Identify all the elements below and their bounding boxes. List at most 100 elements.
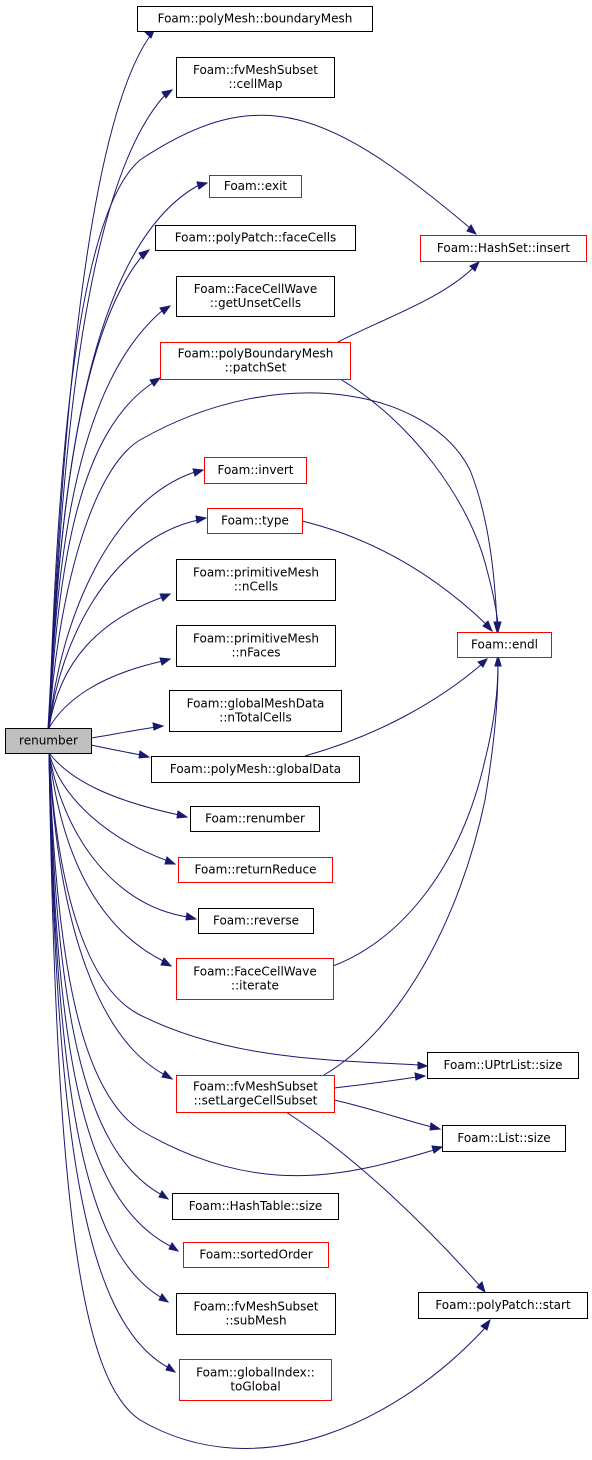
call-edge — [323, 654, 502, 1076]
call-edge-line — [48, 752, 170, 1369]
call-edge — [333, 1072, 427, 1089]
node-box — [176, 1075, 335, 1113]
arrowhead-icon — [149, 377, 162, 387]
call-edge-line — [304, 663, 483, 757]
call-edge — [48, 752, 491, 1449]
arrowhead-icon — [185, 912, 198, 921]
call-edge — [333, 1099, 442, 1131]
node-label: Foam::invert — [217, 463, 293, 477]
call-edge — [48, 593, 172, 729]
call-edges — [47, 27, 502, 1449]
node-box — [179, 1359, 332, 1401]
arrowhead-icon — [164, 856, 177, 865]
call-edge-line — [48, 471, 196, 729]
node-box — [198, 908, 314, 934]
call-edge-line — [90, 744, 142, 756]
node-box — [176, 276, 335, 317]
node-box — [5, 728, 92, 754]
node-box — [420, 235, 587, 262]
node-list-size[interactable]: Foam::List::size — [442, 1125, 566, 1152]
node-endl[interactable]: Foam::endl — [457, 632, 552, 658]
node-box — [178, 857, 333, 883]
node-reverse[interactable]: Foam::reverse — [198, 908, 314, 934]
call-edge — [90, 744, 151, 759]
node-label: Foam::UPtrList::size — [444, 1058, 563, 1072]
call-edge — [48, 515, 208, 729]
node-n-faces[interactable]: Foam::primitiveMesh::nFaces — [176, 625, 336, 667]
node-label: Foam::reverse — [213, 914, 299, 928]
node-label: Foam::globalMeshData — [187, 697, 325, 711]
node-label: Foam::FaceCellWave — [193, 965, 316, 979]
node-box — [151, 756, 360, 783]
node-box — [442, 1125, 566, 1152]
node-boundary-mesh[interactable]: Foam::polyMesh::boundaryMesh — [137, 6, 373, 32]
node-label: Foam::polyPatch::faceCells — [175, 231, 337, 245]
call-edge — [48, 752, 180, 1252]
node-label: Foam::HashSet::insert — [437, 241, 570, 255]
node-box — [176, 1293, 336, 1335]
node-label: Foam::globalIndex:: — [196, 1366, 315, 1380]
arrowhead-icon — [417, 1061, 429, 1070]
arrowhead-icon — [168, 1242, 180, 1252]
node-label: Foam::polyMesh::boundaryMesh — [158, 12, 353, 26]
call-edge-line — [333, 1099, 433, 1128]
node-n-total-cells[interactable]: Foam::globalMeshData::nTotalCells — [169, 690, 342, 732]
node-sub-mesh[interactable]: Foam::fvMeshSubset::subMesh — [176, 1293, 336, 1335]
node-box — [190, 806, 320, 832]
arrowhead-icon — [480, 1318, 491, 1331]
node-global-data[interactable]: Foam::polyMesh::globalData — [151, 756, 360, 783]
arrowhead-icon — [195, 515, 208, 524]
call-edge-line — [339, 378, 499, 625]
call-edge-line — [48, 94, 166, 729]
node-type[interactable]: Foam::type — [207, 508, 303, 534]
call-edge — [332, 654, 502, 967]
call-edge — [301, 520, 493, 633]
call-edge — [48, 752, 429, 1070]
node-box — [160, 342, 351, 380]
arrowhead-icon — [165, 1363, 177, 1373]
node-hash-table-size[interactable]: Foam::HashTable::size — [172, 1193, 339, 1220]
arrowhead-icon — [161, 1070, 174, 1080]
node-n-cells[interactable]: Foam::primitiveMesh::nCells — [176, 559, 336, 601]
arrowhead-icon — [138, 750, 151, 759]
call-edge-line — [48, 752, 169, 862]
node-invert[interactable]: Foam::invert — [204, 457, 307, 484]
node-iterate[interactable]: Foam::FaceCellWave::iterate — [176, 958, 334, 1000]
node-label: Foam::polyPatch::start — [435, 1298, 571, 1312]
call-edge — [48, 752, 173, 967]
node-renumber-callee[interactable]: Foam::renumber — [190, 806, 320, 832]
node-get-unset-cells[interactable]: Foam::FaceCellWave::getUnsetCells — [176, 276, 335, 317]
node-box — [169, 690, 342, 732]
call-edge-line — [48, 752, 173, 1248]
node-poly-patch-start[interactable]: Foam::polyPatch::start — [418, 1292, 588, 1319]
node-uptr-size[interactable]: Foam::UPtrList::size — [427, 1052, 579, 1079]
arrowhead-icon — [161, 89, 174, 99]
node-sorted-order[interactable]: Foam::sortedOrder — [183, 1242, 329, 1268]
call-nodes: renumberFoam::polyMesh::boundaryMeshFoam… — [5, 6, 588, 1401]
arrowhead-icon — [138, 249, 151, 260]
node-box — [176, 625, 336, 667]
node-exit[interactable]: Foam::exit — [209, 175, 302, 198]
node-to-global[interactable]: Foam::globalIndex::toGlobal — [179, 1359, 332, 1401]
call-edge — [285, 1111, 486, 1294]
node-patch-set[interactable]: Foam::polyBoundaryMesh::patchSet — [160, 342, 351, 380]
node-hash-set-insert[interactable]: Foam::HashSet::insert — [420, 235, 587, 262]
node-set-large-cell-subset[interactable]: Foam::fvMeshSubset::setLargeCellSubset — [176, 1075, 335, 1113]
node-face-cells[interactable]: Foam::polyPatch::faceCells — [155, 225, 356, 251]
arrowhead-icon — [158, 1190, 170, 1200]
call-edge — [337, 261, 480, 343]
node-label: ::patchSet — [225, 361, 287, 375]
node-label: Foam::fvMeshSubset — [193, 63, 318, 77]
node-cell-map[interactable]: Foam::fvMeshSubset::cellMap — [176, 57, 335, 98]
node-return-reduce[interactable]: Foam::returnReduce — [178, 857, 333, 883]
arrowhead-icon — [176, 810, 189, 819]
call-edge — [48, 752, 189, 819]
call-edge-line — [48, 519, 199, 729]
node-label: Foam::primitiveMesh — [193, 566, 319, 580]
call-edge-line — [48, 752, 163, 1196]
call-edge — [48, 249, 151, 729]
node-label: Foam::fvMeshSubset — [193, 1300, 318, 1314]
call-edge-line — [332, 663, 499, 967]
call-edge — [48, 752, 177, 865]
